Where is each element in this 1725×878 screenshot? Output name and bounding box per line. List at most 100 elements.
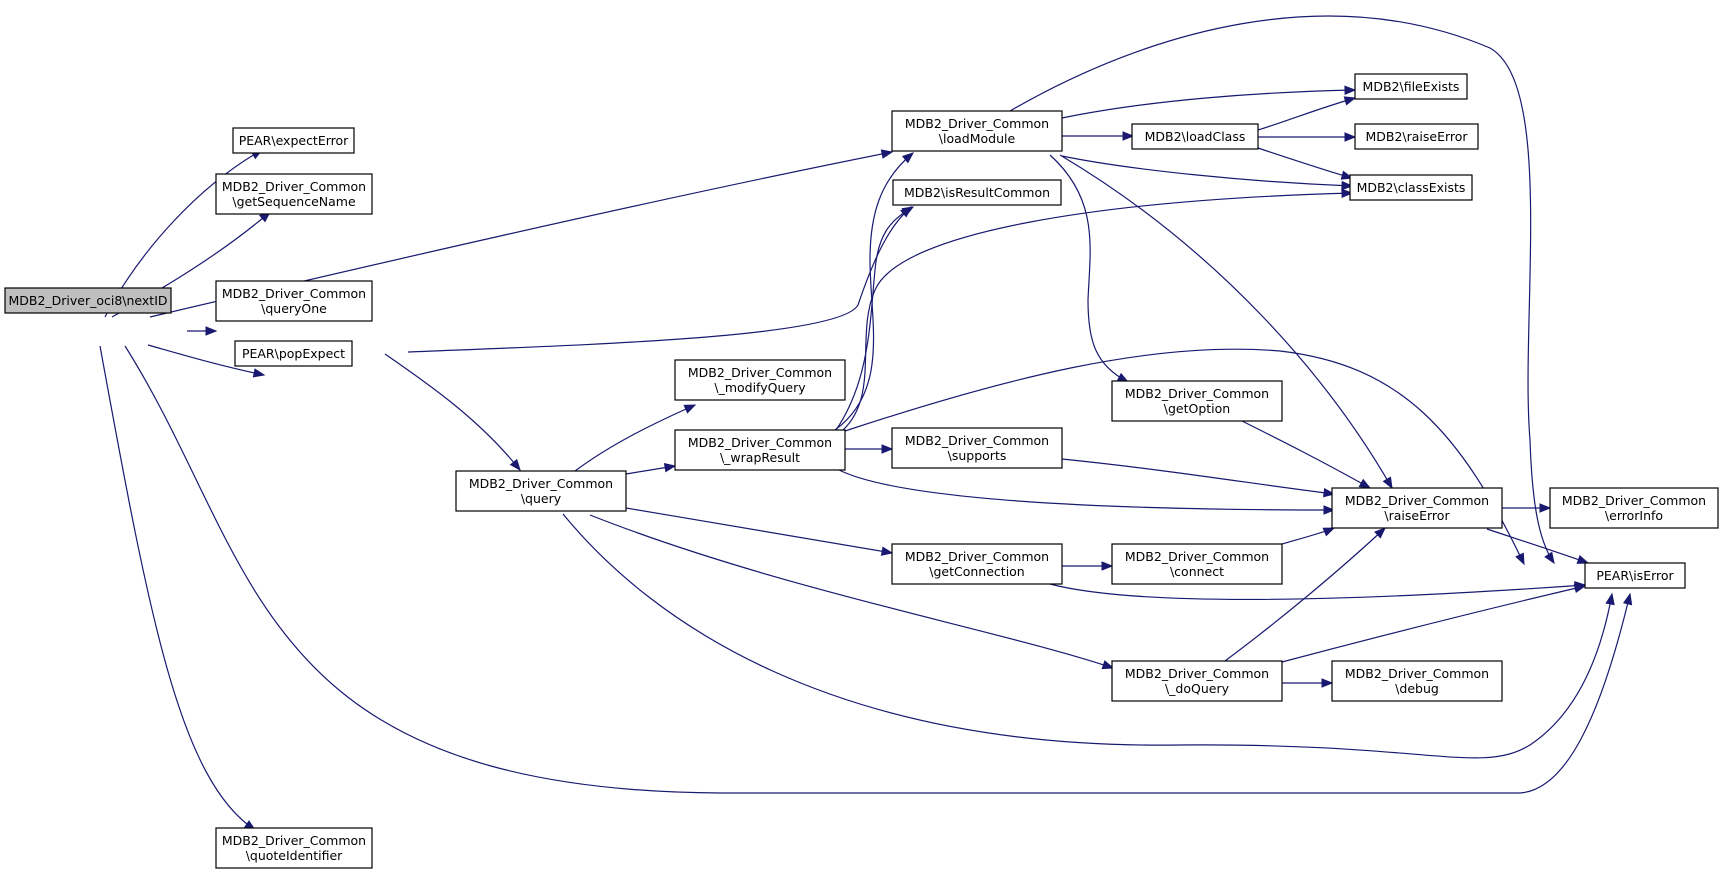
edge-raiseError-to-errorInfo bbox=[1502, 503, 1552, 513]
nodes-layer: MDB2_Driver_oci8\nextIDPEAR\expectErrorM… bbox=[4, 73, 1719, 869]
arrowhead-icon bbox=[1122, 131, 1135, 141]
edge-doQuery-to-isError bbox=[1281, 583, 1587, 663]
arrowhead-icon bbox=[1101, 561, 1114, 571]
node-raiseError[interactable]: MDB2_Driver_Common\raiseError bbox=[1331, 487, 1503, 529]
node-box bbox=[234, 340, 353, 367]
arrowhead-icon bbox=[901, 206, 915, 217]
arrowhead-icon bbox=[1605, 592, 1615, 606]
node-supports[interactable]: MDB2_Driver_Common\supports bbox=[891, 427, 1063, 469]
node-box bbox=[215, 280, 373, 322]
edge-loadModule-to-fileExists bbox=[1061, 85, 1357, 119]
node-box bbox=[1111, 543, 1283, 585]
node-label: MDB2_Driver_Common bbox=[1125, 666, 1269, 681]
node-classExists[interactable]: MDB2\classExists bbox=[1349, 174, 1473, 201]
node-isError[interactable]: PEAR\isError bbox=[1584, 562, 1686, 589]
arrowhead-icon bbox=[901, 152, 915, 164]
edge-line bbox=[1257, 97, 1356, 131]
edge-query-to-isError bbox=[562, 513, 1615, 759]
edge-nextID-to-popExpect bbox=[147, 344, 266, 378]
arrowhead-icon bbox=[1539, 503, 1552, 513]
edge-line bbox=[1061, 458, 1335, 495]
edge-loadModule-to-classExists bbox=[1061, 155, 1354, 191]
edge-wrapResult-to-classExists bbox=[842, 188, 1354, 431]
node-popExpect[interactable]: PEAR\popExpect bbox=[234, 340, 353, 367]
node-getOption[interactable]: MDB2_Driver_Common\getOption bbox=[1111, 380, 1283, 422]
edge-wrapResult-to-supports bbox=[845, 444, 894, 454]
node-box bbox=[891, 110, 1063, 152]
node-label: MDB2_Driver_Common bbox=[222, 286, 366, 301]
node-fileExists[interactable]: MDB2\fileExists bbox=[1354, 73, 1468, 100]
node-loadClass[interactable]: MDB2\loadClass bbox=[1131, 123, 1259, 150]
arrowhead-icon bbox=[1344, 85, 1357, 95]
node-label: PEAR\expectError bbox=[239, 133, 349, 148]
node-label: \raiseError bbox=[1384, 508, 1450, 523]
node-box bbox=[892, 179, 1062, 206]
node-label: \getOption bbox=[1164, 401, 1230, 416]
edge-loadClass-to-mdb2RaiseError bbox=[1258, 132, 1357, 142]
node-box bbox=[215, 827, 373, 869]
edge-line bbox=[1486, 528, 1589, 564]
node-modifyQuery[interactable]: MDB2_Driver_Common\_modifyQuery bbox=[674, 359, 846, 401]
node-wrapResult[interactable]: MDB2_Driver_Common\_wrapResult bbox=[674, 429, 846, 471]
node-nextID[interactable]: MDB2_Driver_oci8\nextID bbox=[4, 287, 172, 314]
node-label: MDB2_Driver_Common bbox=[1345, 666, 1489, 681]
node-box bbox=[1111, 660, 1283, 702]
node-getSequenceName[interactable]: MDB2_Driver_Common\getSequenceName bbox=[215, 173, 373, 215]
arrowhead-icon bbox=[509, 458, 521, 472]
node-label: \_modifyQuery bbox=[714, 380, 806, 395]
edge-getConnection-to-connect bbox=[1062, 561, 1114, 571]
edge-line bbox=[1257, 147, 1353, 179]
edge-query-to-doQuery bbox=[589, 514, 1115, 670]
node-expectError[interactable]: PEAR\expectError bbox=[232, 127, 355, 154]
node-box bbox=[674, 359, 846, 401]
node-label: MDB2\classExists bbox=[1357, 180, 1466, 195]
arrowhead-icon bbox=[1323, 505, 1336, 515]
edge-line bbox=[838, 469, 1335, 511]
edge-line bbox=[1281, 585, 1586, 663]
arrowhead-icon bbox=[1374, 527, 1386, 539]
arrowhead-icon bbox=[1101, 660, 1115, 670]
node-doQuery[interactable]: MDB2_Driver_Common\_doQuery bbox=[1111, 660, 1283, 702]
edge-line bbox=[589, 514, 1114, 669]
node-label: MDB2_Driver_Common bbox=[1345, 493, 1489, 508]
node-label: MDB2_Driver_Common bbox=[1125, 386, 1269, 401]
node-errorInfo[interactable]: MDB2_Driver_Common\errorInfo bbox=[1549, 487, 1719, 529]
node-isResultCommon[interactable]: MDB2\isResultCommon bbox=[892, 179, 1062, 206]
node-debug[interactable]: MDB2_Driver_Common\debug bbox=[1331, 660, 1503, 702]
edge-line bbox=[1049, 154, 1129, 383]
edge-wrapResult-to-isResultCommon bbox=[835, 206, 915, 431]
node-getConnection[interactable]: MDB2_Driver_Common\getConnection bbox=[891, 543, 1063, 585]
node-box bbox=[1131, 123, 1259, 150]
edge-nextID-to-quoteIdentifier bbox=[99, 345, 257, 831]
edge-line bbox=[147, 344, 265, 376]
edge-line bbox=[124, 345, 1631, 794]
node-label: MDB2_Driver_Common bbox=[469, 476, 613, 491]
arrowhead-icon bbox=[1382, 476, 1393, 490]
edge-doQuery-to-debug bbox=[1282, 678, 1334, 688]
node-quoteIdentifier[interactable]: MDB2_Driver_Common\quoteIdentifier bbox=[215, 827, 373, 869]
edge-loadClass-to-classExists bbox=[1257, 147, 1354, 180]
node-mdb2RaiseError[interactable]: MDB2\raiseError bbox=[1354, 123, 1479, 150]
arrowhead-icon bbox=[1322, 527, 1336, 537]
arrowhead-icon bbox=[881, 444, 894, 454]
edge-query-to-wrapResult bbox=[625, 463, 677, 475]
node-connect[interactable]: MDB2_Driver_Common\connect bbox=[1111, 543, 1283, 585]
arrowhead-icon bbox=[683, 404, 697, 414]
edge-wrapResult-to-raiseError bbox=[838, 469, 1336, 515]
arrowhead-icon bbox=[1323, 488, 1336, 498]
node-label: \_doQuery bbox=[1165, 681, 1230, 696]
node-queryOne[interactable]: MDB2_Driver_Common\queryOne bbox=[215, 280, 373, 322]
node-box bbox=[1354, 123, 1479, 150]
node-label: \getSequenceName bbox=[232, 194, 356, 209]
node-query[interactable]: MDB2_Driver_Common\query bbox=[455, 470, 627, 512]
node-box bbox=[232, 127, 355, 154]
node-box bbox=[1349, 174, 1473, 201]
node-loadModule[interactable]: MDB2_Driver_Common\loadModule bbox=[891, 110, 1063, 152]
edge-line bbox=[1059, 154, 1393, 489]
node-label: MDB2_Driver_Common bbox=[1562, 493, 1706, 508]
node-box bbox=[215, 173, 373, 215]
node-label: \supports bbox=[948, 448, 1007, 463]
node-label: MDB2_Driver_Common bbox=[905, 549, 1049, 564]
arrowhead-icon bbox=[1341, 188, 1354, 199]
